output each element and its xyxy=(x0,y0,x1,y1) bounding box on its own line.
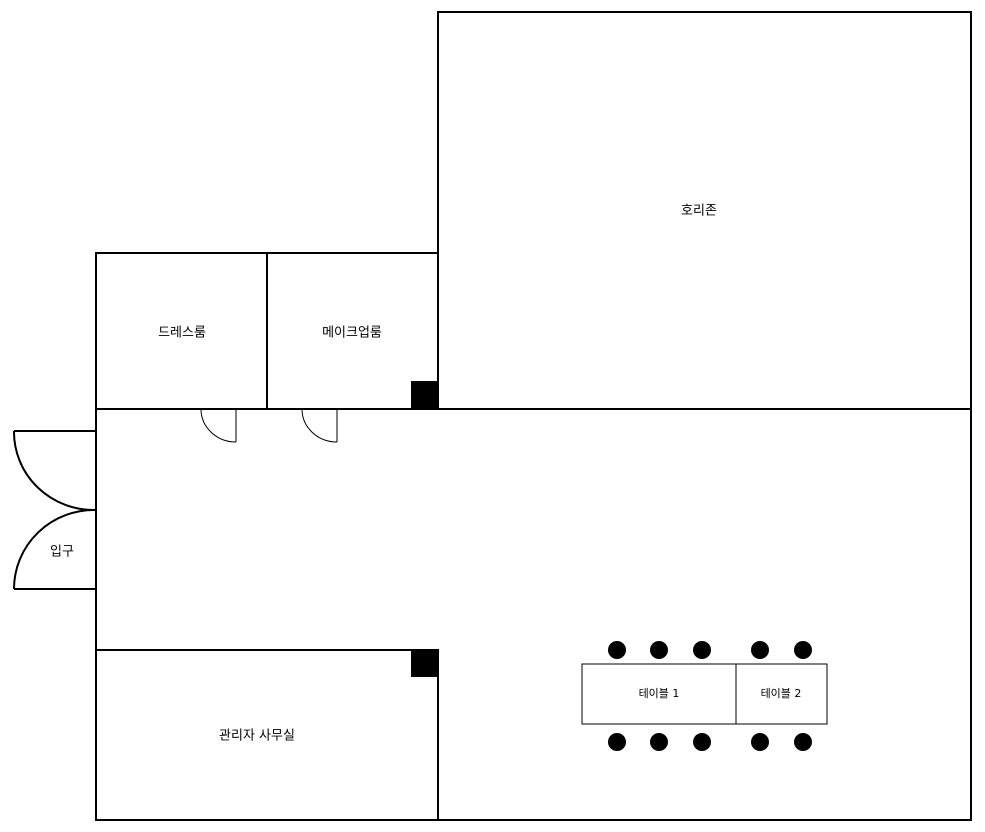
chair[interactable] xyxy=(751,733,769,751)
makeup-label: 메이크업룸 xyxy=(322,326,382,341)
table-2-label: 테이블 2 xyxy=(761,687,802,700)
makeup-door-arc xyxy=(301,408,338,443)
chair[interactable] xyxy=(794,641,812,659)
horizon-label: 호리존 xyxy=(681,204,717,219)
table-2[interactable] xyxy=(735,663,828,725)
chair[interactable] xyxy=(608,733,626,751)
chair[interactable] xyxy=(794,733,812,751)
chair[interactable] xyxy=(650,733,668,751)
chair[interactable] xyxy=(650,641,668,659)
main-hall-wall xyxy=(95,408,972,821)
entrance-door-bottom-arc xyxy=(13,508,97,590)
chair[interactable] xyxy=(608,641,626,659)
entrance-door-top-arc xyxy=(12,430,97,512)
office-room xyxy=(95,649,439,821)
entrance-label: 입구 xyxy=(50,545,74,560)
pillar-bottom xyxy=(411,650,438,677)
table-1-label: 테이블 1 xyxy=(639,687,680,700)
dressing-label: 드레스룸 xyxy=(158,326,206,341)
chair[interactable] xyxy=(751,641,769,659)
chair[interactable] xyxy=(693,641,711,659)
chair[interactable] xyxy=(693,733,711,751)
office-label: 관리자 사무실 xyxy=(219,729,295,744)
pillar-top xyxy=(411,381,438,408)
dressing-door-arc xyxy=(200,408,237,443)
